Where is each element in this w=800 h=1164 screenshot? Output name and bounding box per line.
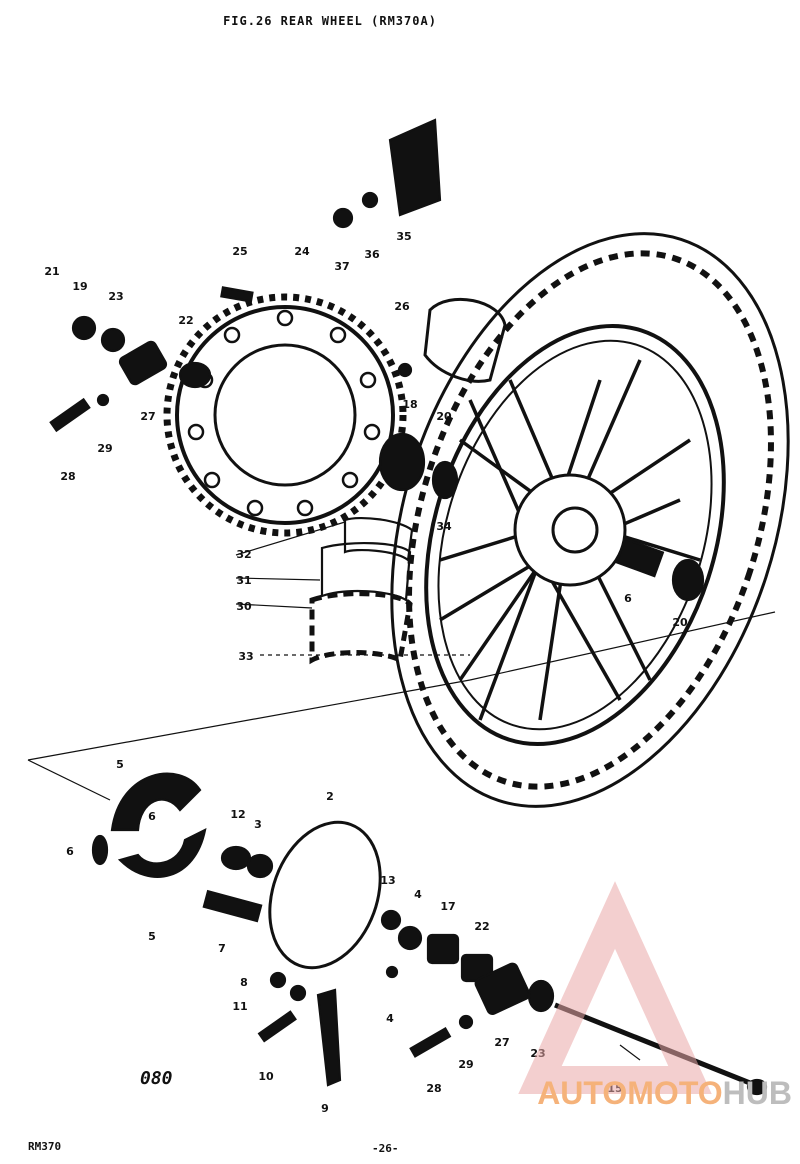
callout-label: 5: [116, 758, 124, 771]
callout-label: 29: [458, 1058, 473, 1071]
callout-label: 37: [334, 260, 349, 273]
callout-label: 32: [236, 548, 251, 561]
callout-label: 19: [72, 280, 87, 293]
tire-tread: [406, 250, 774, 790]
callout-label: 27: [140, 410, 155, 423]
callout-label: 25: [232, 245, 247, 258]
small-parts: [49, 118, 705, 1058]
tube-valve-boot: [423, 297, 507, 383]
page-number: -26-: [372, 1142, 399, 1155]
callout-label: 22: [474, 920, 489, 933]
callout-label: 34: [436, 520, 452, 533]
axle: [554, 1002, 756, 1088]
sprocket: [175, 305, 395, 525]
figure-reference: 080: [140, 1068, 173, 1089]
callout-label: 17: [440, 900, 455, 913]
callout-label: 4: [414, 888, 422, 901]
brake-panel: [268, 820, 382, 970]
callout-label: 11: [232, 1000, 247, 1013]
callout-label: 18: [402, 398, 417, 411]
watermark-brand: AUTOMOTOHUB: [537, 1075, 792, 1112]
callout-label: 22: [178, 314, 193, 327]
callout-label: 8: [240, 976, 248, 989]
callout-label: 27: [494, 1036, 509, 1049]
tire-section: [309, 591, 413, 665]
callout-label: 13: [380, 874, 395, 887]
callout-label: 6: [66, 845, 74, 858]
callout-label: 3: [254, 818, 262, 831]
callout-label: 31: [236, 574, 251, 587]
callout-label: 28: [426, 1082, 441, 1095]
model-code: RM370: [28, 1140, 62, 1153]
callout-label: 33: [238, 650, 253, 663]
callout-label: 2: [326, 790, 334, 803]
callout-label: 36: [364, 248, 380, 261]
callout-label: 5: [148, 930, 156, 943]
brake-arm: [316, 988, 342, 1087]
callout-label: 4: [386, 1012, 394, 1025]
callout-label: 24: [294, 245, 310, 258]
brake-shoe-upper: [110, 772, 202, 832]
callout-label: 7: [218, 942, 226, 955]
callout-labels: 2344556667891011121315171819202021222223…: [44, 230, 688, 1115]
callout-label: 35: [396, 230, 411, 243]
callout-label: 6: [624, 592, 632, 605]
watermark-brand-b: HUB: [722, 1075, 792, 1111]
figure-title: FIG.26 REAR WHEEL (RM370A): [223, 14, 437, 28]
callout-label: 23: [108, 290, 123, 303]
leader-lines: [27, 521, 776, 1061]
watermark-brand-a: AUTOMOTO: [537, 1075, 723, 1111]
rim-band: [343, 516, 414, 563]
watermark-logo-icon: [518, 881, 712, 1094]
callout-label: 21: [44, 265, 59, 278]
wheel-hub: [513, 473, 627, 587]
brake-shoe-lower: [117, 828, 207, 878]
callout-label: 20: [672, 616, 688, 629]
callout-label: 20: [436, 410, 452, 423]
callout-label: 12: [230, 808, 245, 821]
callout-label: 10: [258, 1070, 274, 1083]
callout-label: 9: [321, 1102, 329, 1115]
callout-label: 6: [148, 810, 156, 823]
callout-label: 26: [394, 300, 410, 313]
callout-label: 28: [60, 470, 75, 483]
callout-label: 30: [236, 600, 252, 613]
inner-tube: [320, 541, 412, 602]
callout-label: 29: [97, 442, 112, 455]
sprocket-teeth: [163, 293, 407, 537]
